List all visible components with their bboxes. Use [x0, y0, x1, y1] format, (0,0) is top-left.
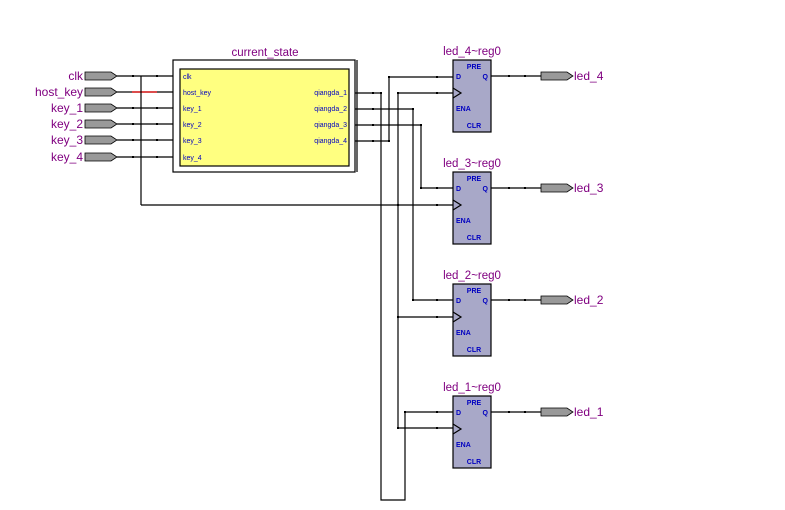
output-pin-icon [540, 295, 574, 305]
output-pin-label: led_4 [574, 69, 604, 83]
input-pin-host-key[interactable]: host_key [35, 85, 118, 99]
input-pin-icon [84, 119, 118, 129]
input-pin-label: key_3 [51, 133, 83, 147]
port-out-qiangda-4: qiangda_4 [314, 138, 347, 145]
register-title: led_3~reg0 [443, 158, 501, 170]
register-clr-port: CLR [467, 459, 481, 466]
register-q-port: Q [483, 298, 489, 305]
register-clr-port: CLR [467, 235, 481, 242]
wire-qiangda-1[interactable] [355, 92, 453, 501]
port-in-host-key: host_key [183, 90, 212, 97]
register-clr-port: CLR [467, 347, 481, 354]
input-pin-label: host_key [35, 85, 83, 99]
routing-wires [355, 60, 453, 501]
register-ena-port: ENA [456, 106, 471, 113]
register-body [452, 171, 492, 245]
input-pin-icon [84, 87, 118, 97]
output-pin-label: led_3 [574, 181, 604, 195]
input-pin-icon [84, 135, 118, 145]
register-d-port: D [456, 298, 461, 305]
clock-triangle-icon [452, 199, 463, 211]
output-pin-icon [540, 71, 574, 81]
input-pin-icon [84, 103, 118, 113]
register-q-port: Q [483, 74, 489, 81]
output-pin-led-3[interactable]: led_3 [540, 181, 604, 195]
input-pin-clk[interactable]: clk [68, 69, 118, 83]
register-clr-port: CLR [467, 123, 481, 130]
register-title: led_4~reg0 [443, 46, 501, 58]
register-body [452, 283, 492, 357]
input-pin-icon [84, 152, 118, 162]
port-out-qiangda-2: qiangda_2 [314, 106, 347, 113]
register-title: led_2~reg0 [443, 270, 501, 282]
input-pin-icon [84, 71, 118, 81]
register-title: led_1~reg0 [443, 382, 501, 394]
port-in-clk: clk [183, 74, 192, 81]
input-pin-label: key_4 [51, 150, 83, 164]
output-pin-led-2[interactable]: led_2 [540, 293, 604, 307]
output-pin-label: led_1 [574, 405, 604, 419]
output-pin-icon [540, 183, 574, 193]
input-pin-key-4[interactable]: key_4 [51, 150, 118, 164]
register-q-port: Q [483, 410, 489, 417]
register-body [452, 59, 492, 133]
register-ena-port: ENA [456, 442, 471, 449]
input-pin-label: clk [68, 69, 84, 83]
input-pin-label: key_1 [51, 101, 83, 115]
register-body [452, 395, 492, 469]
register-q-port: Q [483, 186, 489, 193]
block-body [179, 68, 350, 167]
output-pin-label: led_2 [574, 293, 604, 307]
port-in-key-1: key_1 [183, 106, 202, 113]
input-wires [117, 75, 453, 206]
register-pre-port: PRE [467, 400, 482, 407]
output-pin-led-1[interactable]: led_1 [540, 405, 604, 419]
input-pin-key-3[interactable]: key_3 [51, 133, 118, 147]
port-out-qiangda-1: qiangda_1 [314, 90, 347, 97]
input-pin-label: key_2 [51, 117, 83, 131]
register-pre-port: PRE [467, 176, 482, 183]
clock-triangle-icon [452, 311, 463, 323]
port-in-key-2: key_2 [183, 122, 202, 129]
block-current-state[interactable]: current_state clk host_key key_1 key_2 k… [172, 47, 356, 173]
clock-triangle-icon [452, 87, 463, 99]
block-title: current_state [231, 47, 298, 59]
register-d-port: D [456, 186, 461, 193]
register-pre-port: PRE [467, 288, 482, 295]
wire-qiangda-3[interactable] [355, 124, 453, 189]
register-ena-port: ENA [456, 218, 471, 225]
output-pin-icon [540, 407, 574, 417]
register-d-port: D [456, 74, 461, 81]
port-in-key-3: key_3 [183, 138, 202, 145]
register-pre-port: PRE [467, 64, 482, 71]
register-d-port: D [456, 410, 461, 417]
port-in-key-4: key_4 [183, 155, 202, 162]
input-pin-key-1[interactable]: key_1 [51, 101, 118, 115]
port-out-qiangda-3: qiangda_3 [314, 122, 347, 129]
output-pin-led-4[interactable]: led_4 [540, 69, 604, 83]
clock-triangle-icon [452, 423, 463, 435]
register-ena-port: ENA [456, 330, 471, 337]
wire-qiangda-2[interactable] [355, 108, 453, 301]
input-pin-key-2[interactable]: key_2 [51, 117, 118, 131]
